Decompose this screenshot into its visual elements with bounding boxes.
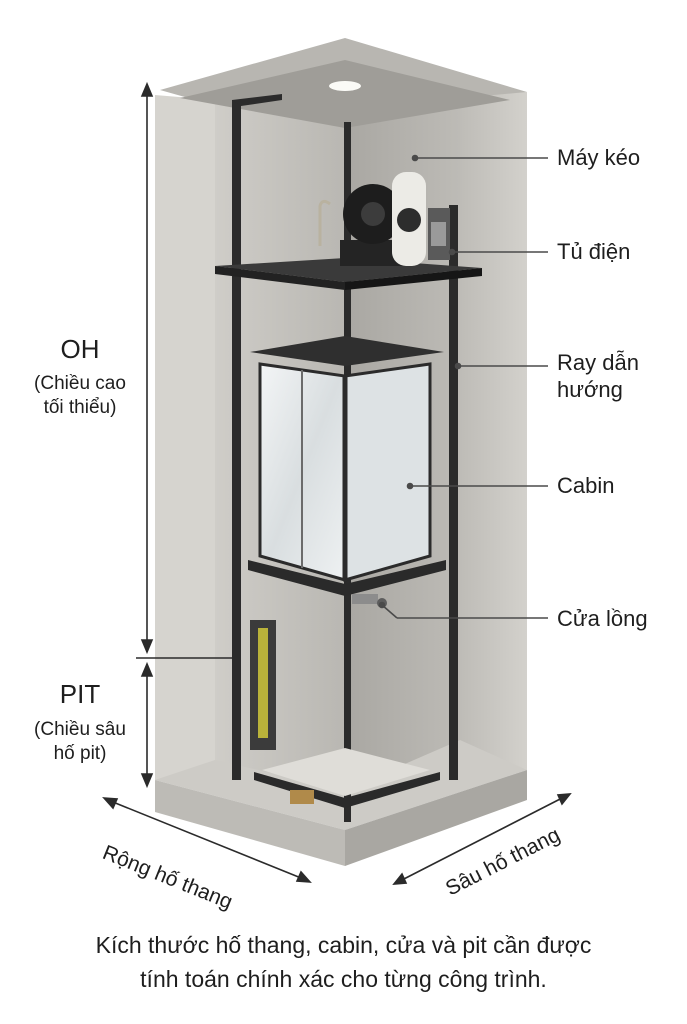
- pit-note-line1: (Chiều sâu: [34, 719, 126, 740]
- pit-brass-plate: [290, 790, 314, 804]
- platform-side: [345, 268, 482, 290]
- platform-front: [215, 266, 345, 290]
- oh-arrow-top: [140, 81, 154, 97]
- label-control-cabinet: Tủ điện: [557, 239, 631, 264]
- cabin: [248, 336, 446, 596]
- leader-lines: [378, 154, 548, 619]
- cabin-glass-right: [343, 362, 432, 582]
- oh-arrow-bottom: [140, 639, 154, 655]
- label-traction-machine: Máy kéo: [557, 145, 641, 170]
- cabin-floor: [248, 560, 446, 596]
- leader-landing-door: [381, 604, 398, 619]
- base-dimensions: [102, 793, 572, 885]
- motor-ring: [397, 208, 421, 232]
- pit-title: PIT: [59, 679, 101, 709]
- depth-arrow-right: [556, 793, 572, 806]
- pit-note-line2: hố pit): [53, 743, 107, 764]
- pit-note: (Chiều sâu hố pit): [14, 718, 146, 766]
- governor-hook: [318, 199, 331, 246]
- caption: Kích thước hố thang, cabin, cửa và pit c…: [0, 928, 687, 996]
- rail-top-bracket: [232, 94, 282, 106]
- base-slab-side: [345, 770, 527, 866]
- label-guide-rail-line1: Ray dẫn: [557, 350, 639, 375]
- oh-title: OH: [60, 334, 100, 364]
- leader-dot-cabin: [406, 482, 414, 490]
- width-arrow-right: [295, 870, 312, 883]
- pit-floor-slab: [155, 740, 527, 830]
- width-dimension-line: [107, 799, 307, 881]
- pit-arrow-bottom: [140, 773, 154, 789]
- caption-line1: Kích thước hố thang, cabin, cửa và pit c…: [95, 932, 592, 958]
- guide-rail-left: [232, 100, 241, 780]
- ceiling-light: [329, 81, 361, 91]
- base-slab-front: [155, 780, 345, 866]
- pit-arrow-top: [140, 661, 154, 677]
- cabin-roof: [250, 336, 444, 366]
- leader-dot-traction-machine: [411, 154, 419, 162]
- depth-arrow-left: [392, 872, 408, 885]
- label-cabin: Cabin: [557, 473, 615, 498]
- caption-line2: tính toán chính xác cho từng công trình.: [140, 966, 547, 992]
- leader-dot-landing-door: [378, 601, 386, 609]
- control-cabinet: [428, 208, 450, 260]
- leader-dot-guide-rail: [454, 362, 462, 370]
- pit-equipment: [250, 620, 440, 808]
- oh-note-line1: (Chiều cao: [34, 373, 126, 394]
- machine-sheave-hub: [361, 202, 385, 226]
- depth-dimension-line: [397, 795, 567, 883]
- right-wall: [460, 92, 527, 770]
- label-guide-rail-line2: hướng: [557, 377, 623, 402]
- elevator-shaft-diagram: [102, 38, 572, 885]
- pit-floor-plate: [262, 748, 430, 796]
- width-arrow-left: [102, 797, 119, 810]
- pit-buffer-spring: [258, 628, 268, 738]
- label-guide-rail: Ray dẫn hướng: [557, 349, 639, 403]
- door-hanger: [352, 594, 378, 604]
- oh-note-line2: tối thiểu): [43, 397, 117, 418]
- ceiling-recess: [180, 60, 510, 128]
- oh-note: (Chiều cao tối thiểu): [14, 372, 146, 420]
- cabinet-panel: [431, 222, 446, 246]
- height-dimensions: [136, 81, 232, 789]
- guide-rail-right: [449, 205, 458, 780]
- traction-machine: [318, 172, 426, 266]
- left-outer-wall: [155, 95, 215, 790]
- leader-dot-control-cabinet: [448, 248, 456, 256]
- label-landing-door: Cửa lồng: [557, 606, 648, 631]
